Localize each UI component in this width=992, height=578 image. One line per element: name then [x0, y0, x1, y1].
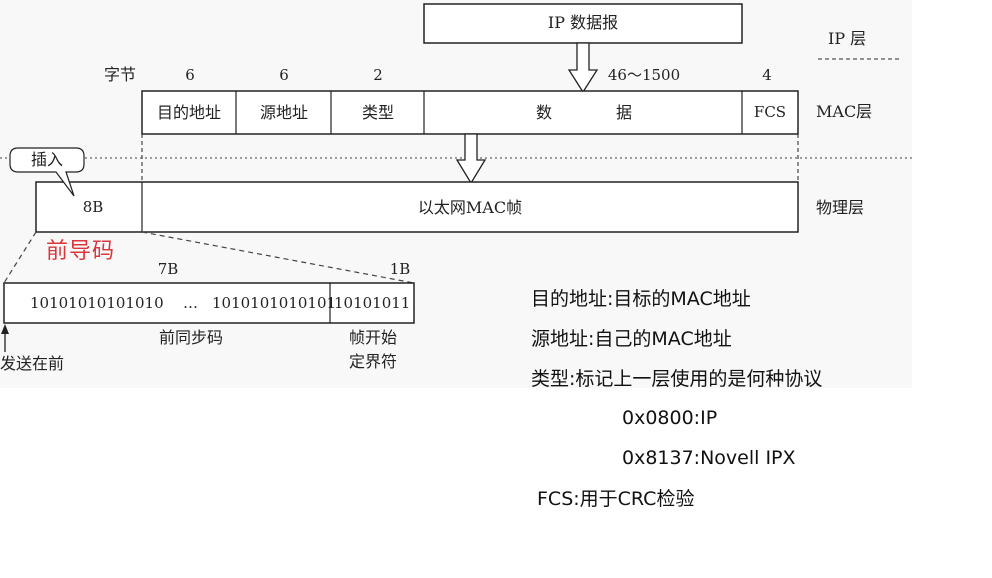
note-type-ip: 0x0800:IP [622, 407, 718, 429]
sfd-label-line2: 定界符 [348, 352, 398, 371]
preamble-expand-right [141, 231, 415, 284]
size-dest: 6 [185, 66, 195, 84]
insert-label: 插入 [30, 150, 64, 169]
size-src: 6 [279, 66, 289, 84]
field-data-char2: 据 [615, 103, 633, 122]
field-fcs: FCS [753, 103, 787, 121]
note-type: 类型:标记上一层使用的是何种协议 [531, 368, 823, 390]
sync-bits-ellipsis: … [183, 294, 198, 312]
ip-datagram-label: IP 数据报 [547, 13, 619, 32]
preamble-size: 8B [82, 198, 104, 216]
size-fcs: 4 [762, 66, 772, 84]
physical-frame-box [35, 181, 799, 233]
sync-bits-start: 10101010101010 [30, 294, 164, 312]
size-type: 2 [373, 66, 383, 84]
mac-layer-label: MAC层 [816, 102, 873, 121]
arrow-ip-to-mac [567, 42, 599, 94]
send-first-label: 发送在前 [0, 354, 65, 373]
physical-layer-label: 物理层 [816, 198, 865, 217]
note-src-addr: 源地址:自己的MAC地址 [531, 328, 732, 350]
note-type-ipx: 0x8137:Novell IPX [622, 447, 796, 469]
preamble-expand-left [3, 231, 37, 284]
sfd-bits: 10101011 [334, 294, 411, 312]
note-dest-addr: 目的地址:目标的MAC地址 [531, 288, 751, 310]
ethernet-mac-frame-label: 以太网MAC帧 [417, 198, 523, 217]
send-first-arrow-head [1, 324, 9, 334]
sync-size: 7B [157, 260, 179, 278]
sync-label: 前同步码 [158, 328, 224, 347]
field-type: 类型 [361, 103, 395, 122]
mac-frame-box [141, 90, 799, 135]
bytes-label: 字节 [104, 65, 137, 84]
note-fcs: FCS:用于CRC检验 [537, 488, 695, 510]
field-src-addr: 源地址 [259, 103, 309, 122]
field-dest-addr: 目的地址 [156, 103, 222, 122]
preamble-label: 前导码 [46, 239, 116, 264]
ip-layer-label: IP 层 [828, 29, 867, 48]
sync-bits-end: 1010101010101 [212, 294, 337, 312]
preamble-detail-box [3, 282, 415, 324]
ip-datagram-box [423, 3, 743, 44]
size-data: 46～1500 [607, 66, 681, 84]
arrow-mac-to-physical [455, 133, 487, 185]
sfd-label-line1: 帧开始 [348, 328, 398, 347]
sfd-size: 1B [389, 260, 411, 278]
field-data-char1: 数 [535, 103, 553, 122]
insert-callout-bubble [9, 147, 85, 197]
